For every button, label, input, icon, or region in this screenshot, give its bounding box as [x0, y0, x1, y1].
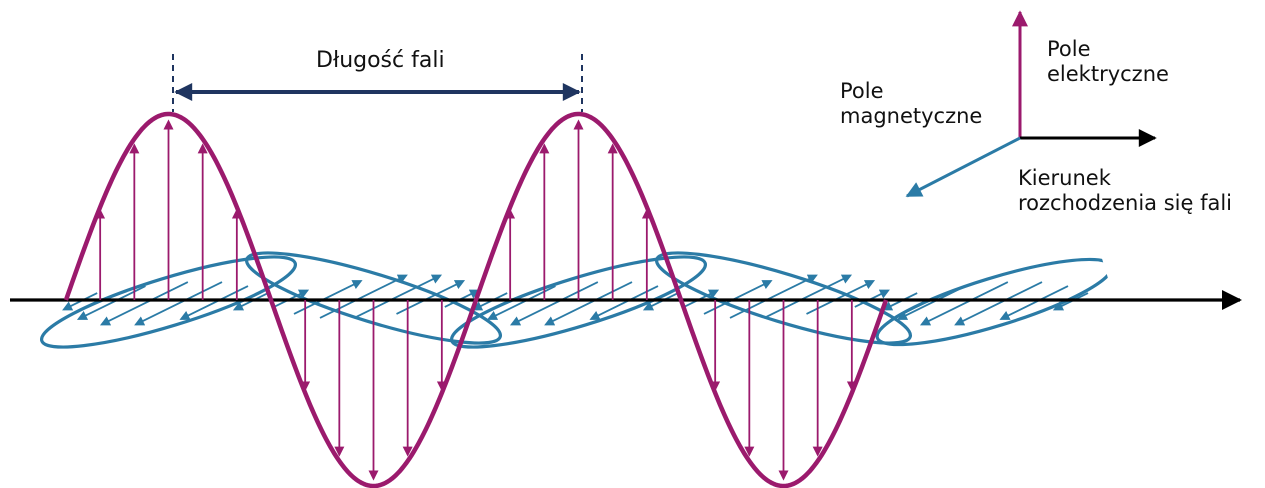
magnetic-vector-arrow: [486, 285, 556, 320]
wavelength-label: Długość fali: [316, 48, 445, 73]
magnetic-vector-arrow: [954, 281, 1043, 326]
electric-field: [63, 111, 889, 488]
magnetic-vector-arrow: [76, 285, 146, 320]
magnetic-vector-arrow: [134, 281, 223, 326]
magnetic-envelope-2: [244, 251, 503, 345]
magnetic-vector-arrow: [319, 274, 408, 319]
magnetic-vector-arrow: [806, 280, 876, 315]
magnetic-vector-arrow: [896, 285, 966, 320]
magnetic-envelope-4: [654, 251, 913, 345]
legend-magnetic-arrow: [905, 136, 1021, 198]
electric-field-label-line-2: elektryczne: [1047, 62, 1169, 86]
magnetic-field-label-line-2: magnetyczne: [840, 104, 983, 128]
electric-wave-curve: [63, 111, 889, 488]
magnetic-envelope-3: [449, 255, 708, 349]
magnetic-vector-arrow: [999, 285, 1069, 320]
wavelength-marker: [172, 54, 583, 112]
legend-axes: [905, 10, 1157, 198]
magnetic-vector-arrow: [729, 274, 818, 319]
electric-field-label-line-1: Pole: [1047, 37, 1091, 61]
electric-field-label: Pole elektryczne: [1047, 37, 1169, 87]
magnetic-envelope-1: [39, 255, 298, 349]
propagation-direction-label-line-1: Kierunek: [1018, 166, 1111, 190]
magnetic-vector-arrow: [99, 281, 189, 326]
magnetic-vector-arrow: [919, 281, 1009, 326]
magnetic-vector-arrow: [353, 274, 443, 319]
propagation-direction-label-line-2: rozchodzenia się fali: [1018, 191, 1233, 215]
magnetic-vector-arrow: [763, 274, 853, 319]
magnetic-vector-arrow: [544, 281, 633, 326]
magnetic-envelope-5: [875, 257, 1114, 347]
magnetic-field-label: Pole magnetyczne: [840, 79, 982, 129]
magnetic-field-label-line-1: Pole: [840, 79, 884, 103]
magnetic-vector-arrow: [509, 281, 599, 326]
magnetic-vector-arrow: [396, 280, 466, 315]
propagation-direction-label: Kierunek rozchodzenia się fali: [1018, 166, 1232, 216]
